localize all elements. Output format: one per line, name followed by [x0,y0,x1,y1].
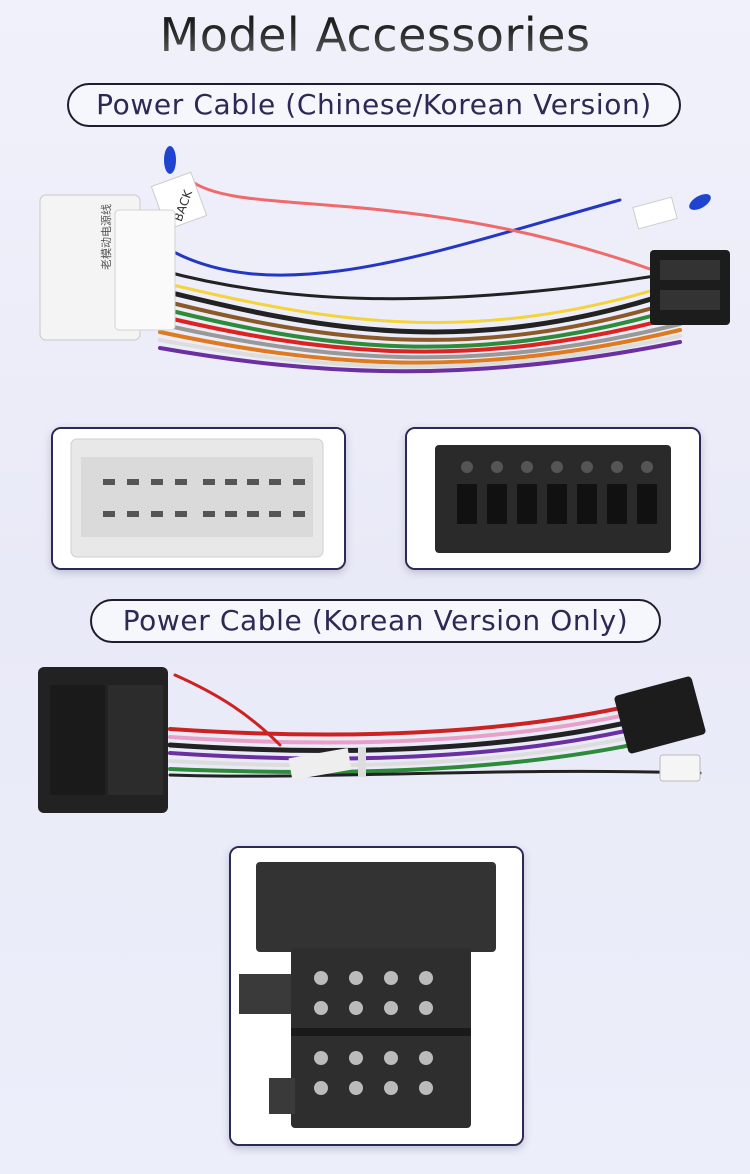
connector-label-chinese: 老模动电源线 [99,204,113,270]
page-title: Model Accessories [0,8,750,62]
connector-photo-white [51,427,346,570]
connector-photo-black [405,427,701,570]
connector-photo-iso [229,846,524,1146]
section-label-chinese-korean: Power Cable (Chinese/Korean Version) [67,83,681,127]
power-cable-korean-image [38,667,706,813]
power-cable-chinese-korean-image: BACK 老模动电源线 [39,146,730,374]
section-label-korean-only: Power Cable (Korean Version Only) [90,599,661,643]
